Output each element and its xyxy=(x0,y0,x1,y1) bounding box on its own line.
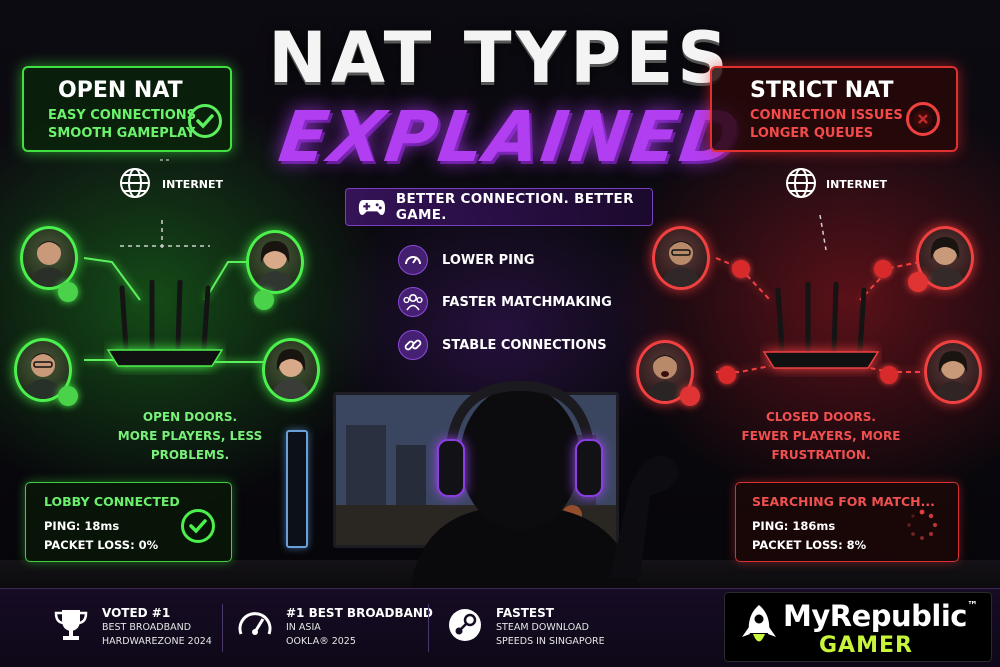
award-heading: FASTEST xyxy=(496,606,554,620)
strict-nat-heading: STRICT NAT xyxy=(750,78,894,103)
award-line: IN ASIA xyxy=(286,622,321,633)
x-icon xyxy=(874,260,892,278)
smiley-icon xyxy=(58,282,78,302)
divider xyxy=(428,604,429,652)
sad-face-icon xyxy=(680,386,700,406)
speedometer-icon xyxy=(398,245,428,275)
open-nat-caption-line-1: OPEN DOORS. xyxy=(142,410,238,424)
brand-name: MyRepublic™ xyxy=(783,599,978,633)
player-avatar xyxy=(636,340,694,404)
player-avatar xyxy=(246,230,304,294)
benefit-faster-matchmaking: FASTER MATCHMAKING xyxy=(398,286,638,318)
smiley-icon xyxy=(58,386,78,406)
link-icon xyxy=(398,330,428,360)
no-entry-icon xyxy=(906,102,940,136)
strict-nat-sub-1: CONNECTION ISSUES xyxy=(750,108,903,123)
open-nat-sub-1: EASY CONNECTIONS xyxy=(48,108,197,123)
benefit-label: LOWER PING xyxy=(442,252,535,268)
lobby-status-panel: LOBBY CONNECTED PING: 18ms PACKET LOSS: … xyxy=(25,482,232,562)
benefit-lower-ping: LOWER PING xyxy=(398,244,638,276)
benefit-label: FASTER MATCHMAKING xyxy=(442,294,612,310)
tagline-banner: BETTER CONNECTION. BETTER GAME. xyxy=(345,188,653,226)
award-line: STEAM DOWNLOAD xyxy=(496,622,589,633)
award-hardwarezone: VOTED #1 BEST BROADBAND HARDWAREZONE 202… xyxy=(52,606,212,649)
pc-tower xyxy=(286,430,308,548)
award-steam: FASTEST STEAM DOWNLOAD SPEEDS IN SINGAPO… xyxy=(446,606,605,649)
check-circle-icon xyxy=(181,509,215,543)
loading-spinner-icon xyxy=(907,509,938,540)
x-icon xyxy=(718,366,736,384)
award-line: SPEEDS IN SINGAPORE xyxy=(496,636,605,647)
smiley-icon xyxy=(254,290,274,310)
player-avatar xyxy=(262,338,320,402)
sad-face-icon xyxy=(908,272,928,292)
player-avatar xyxy=(20,226,78,290)
router-strict xyxy=(762,282,880,369)
check-circle-icon xyxy=(188,104,222,138)
award-heading: #1 BEST BROADBAND xyxy=(286,606,433,620)
player-avatar xyxy=(14,338,72,402)
open-nat-caption-line-2: MORE PLAYERS, LESS PROBLEMS. xyxy=(117,429,263,462)
x-icon xyxy=(732,260,750,278)
trophy-icon xyxy=(54,610,88,640)
open-nat-caption: OPEN DOORS. MORE PLAYERS, LESS PROBLEMS. xyxy=(100,408,280,465)
router-open xyxy=(106,280,224,367)
strict-nat-caption-line-1: CLOSED DOORS. xyxy=(765,410,876,424)
rocket-icon xyxy=(742,605,776,642)
player-avatar xyxy=(652,226,710,290)
lobby-status-title: LOBBY CONNECTED xyxy=(44,494,180,509)
strict-nat-caption-line-2: FEWER PLAYERS, MORE FRUSTRATION. xyxy=(741,429,901,462)
title-line-1: NAT TYPES xyxy=(268,17,732,99)
internet-label-open: INTERNET xyxy=(162,178,224,191)
gamer-silhouette xyxy=(410,380,679,590)
globe-icon xyxy=(786,168,816,198)
benefit-label: STABLE CONNECTIONS xyxy=(442,337,607,353)
award-line: HARDWAREZONE 2024 xyxy=(102,636,212,647)
search-ping: PING: 186ms xyxy=(752,519,836,533)
strict-nat-card: STRICT NAT CONNECTION ISSUES LONGER QUEU… xyxy=(710,66,958,152)
brand-sub: GAMER xyxy=(819,633,913,658)
strict-nat-sub-2: LONGER QUEUES xyxy=(750,126,874,141)
x-icon xyxy=(880,366,898,384)
player-avatar xyxy=(924,340,982,404)
search-packet-loss: PACKET LOSS: 8% xyxy=(752,538,867,552)
divider xyxy=(222,604,223,652)
award-line: OOKLA® 2025 xyxy=(286,636,356,647)
award-line: BEST BROADBAND xyxy=(102,622,192,633)
strict-nat-caption: CLOSED DOORS. FEWER PLAYERS, MORE FRUSTR… xyxy=(706,408,936,465)
tagline-text: BETTER CONNECTION. BETTER GAME. xyxy=(395,191,634,223)
open-nat-card: OPEN NAT EASY CONNECTIONS SMOOTH GAMEPLA… xyxy=(22,66,232,152)
users-icon xyxy=(398,287,428,317)
search-status-title: SEARCHING FOR MATCH... xyxy=(752,494,935,509)
lobby-packet-loss: PACKET LOSS: 0% xyxy=(44,538,159,552)
speedometer-icon xyxy=(238,612,272,635)
myrepublic-gamer-logo: MyRepublic™ GAMER xyxy=(724,592,992,662)
open-nat-heading: OPEN NAT xyxy=(58,78,183,103)
internet-label-strict: INTERNET xyxy=(826,178,888,191)
lobby-ping: PING: 18ms xyxy=(44,519,120,533)
steam-icon xyxy=(449,609,481,641)
open-nat-sub-2: SMOOTH GAMEPLAY xyxy=(48,126,196,141)
globe-icon xyxy=(120,168,150,198)
gamepad-icon xyxy=(358,200,386,215)
benefit-stable-connections: STABLE CONNECTIONS xyxy=(398,329,638,361)
matchmaking-status-panel: SEARCHING FOR MATCH... PING: 186ms PACKE… xyxy=(735,482,959,562)
award-ookla: #1 BEST BROADBAND IN ASIA OOKLA® 2025 xyxy=(236,606,433,649)
award-heading: VOTED #1 xyxy=(102,606,171,620)
